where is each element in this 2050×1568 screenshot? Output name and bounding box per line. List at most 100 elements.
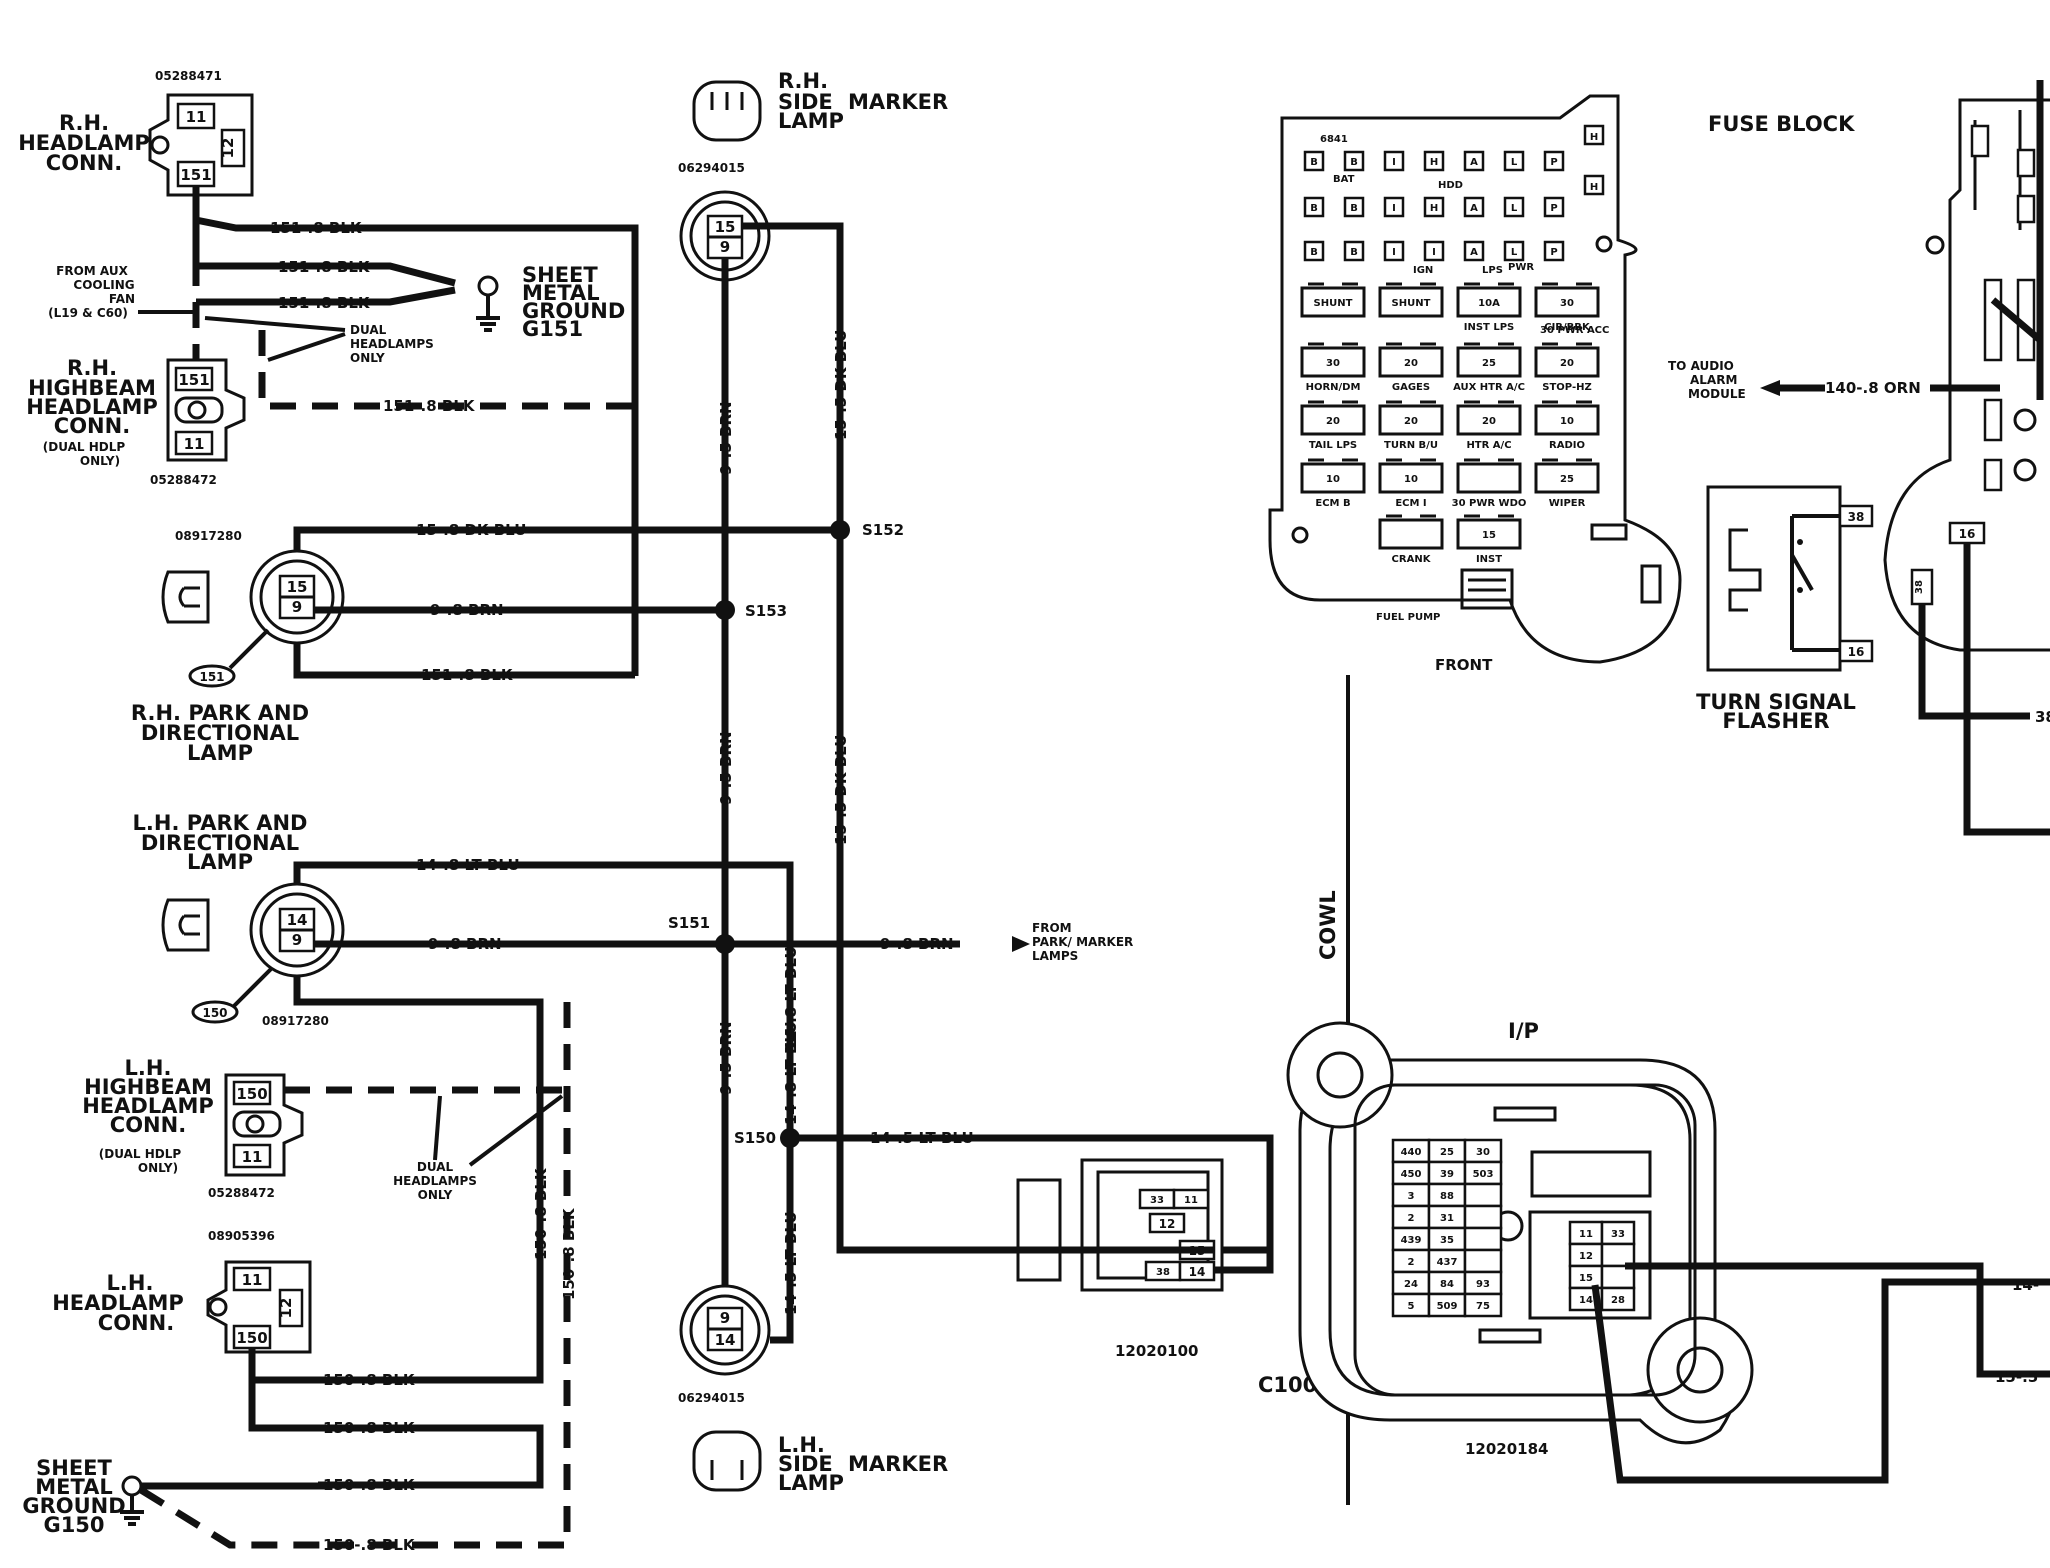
fuse-letter-box — [1423, 240, 1445, 262]
lh-highbeam-title-1: L.H. — [125, 1056, 172, 1080]
rh-park-title-1: R.H. PARK AND — [131, 701, 309, 725]
splice-s151 — [715, 934, 735, 954]
ground-g150: SHEET METAL GROUND G150 — [22, 1456, 330, 1549]
audio-alarm-label-1: TO AUDIO — [1668, 359, 1734, 373]
fuse-letter: P — [1550, 157, 1557, 168]
lh-side-marker-title-1: L.H. — [778, 1433, 825, 1457]
dual-note-upper-2: HEADLAMPS — [350, 337, 434, 351]
lh-park-wires: 14-.8 LT BLU 9-.8 BRN 150-.8 BLK — [293, 856, 725, 1549]
rh-headlamp-title-2: HEADLAMP — [18, 131, 150, 155]
wire-label-15-5-right: 15-.5 — [1995, 1368, 2038, 1386]
fuse-value: SHUNT — [1314, 298, 1353, 309]
aux-fan-feed: FROM AUX COOLING FAN (L19 & C60) — [48, 264, 196, 320]
ip-left-pin-label: 25 — [1440, 1147, 1454, 1158]
lh-park-title-2: DIRECTIONAL — [141, 831, 299, 855]
aux-fan-label-4: (L19 & C60) — [48, 306, 128, 320]
ip-out-wires: 14- 15-.5 — [1591, 1262, 2050, 1484]
fuse-value: 10 — [1560, 416, 1574, 427]
right-edge-connector: 16 38 38 — [1883, 80, 2050, 836]
lh-headlamp-title-3: CONN. — [98, 1311, 174, 1335]
rh-park-lamp: 08917280 15 9 151 R.H. PARK AND DIRECTIO… — [131, 529, 345, 765]
lh-side-marker-pin-9: 9 — [720, 1309, 730, 1327]
fuse — [1456, 346, 1522, 378]
fuse-letter-box — [1423, 196, 1445, 218]
fuse-value: 25 — [1482, 358, 1496, 369]
wire-label-9-brn-b: 9-.8 BRN — [428, 935, 502, 953]
fuse-letter-box — [1543, 150, 1565, 172]
fuse-caption: CIR/BRK — [1544, 322, 1591, 333]
rh-side-marker-pin-9: 9 — [720, 238, 730, 256]
ip-right-pin-label: 14 — [1579, 1295, 1593, 1306]
dual-note-lower-3: ONLY — [418, 1188, 453, 1202]
wire-label-151-2: 151-.8 BLK — [278, 258, 371, 276]
rh-park-pin-15: 15 — [287, 578, 308, 596]
fuse — [1534, 404, 1600, 436]
label-14-8-ltblu-1: 14-.8 LT BLU — [782, 946, 800, 1050]
c12020100-pin-11: 11 — [1184, 1195, 1198, 1206]
rh-highbeam-note-1: (DUAL HDLP — [43, 440, 126, 454]
turn-signal-flasher: 38 16 TURN SIGNAL FLASHER — [1696, 485, 1874, 733]
fuse-letter-box — [1463, 240, 1485, 262]
center-vertical-labels: 9-.5 BRN 9-.5 BRN 9-.5 BRN 15-.5 DK BLU … — [717, 330, 850, 1315]
lh-headlamp-pin-11: 11 — [242, 1271, 263, 1289]
g150-title-3: GROUND — [22, 1494, 125, 1518]
fuse-block-title: FUSE BLOCK — [1708, 112, 1855, 136]
fuse-caption: RADIO — [1549, 440, 1585, 451]
rh-highbeam-title-4: CONN. — [54, 414, 130, 438]
wire-label-150-2: 150-.8 BLK — [323, 1419, 416, 1437]
ip-left-pin-label: 503 — [1473, 1169, 1494, 1180]
fuse-caption: ECM B — [1315, 498, 1350, 509]
g151-title-2: METAL — [522, 281, 600, 305]
fuse-hdd-label: HDD — [1438, 180, 1463, 191]
fuse-letter: B — [1350, 157, 1358, 168]
rh-headlamp-pin-11: 11 — [186, 108, 207, 126]
ip-left-pin-label: 88 — [1440, 1191, 1454, 1202]
ip-left-pin — [1463, 1248, 1503, 1274]
label-14-8-ltblu-2: 14-.8 LT BLU — [782, 1021, 800, 1125]
lh-highbeam-pin-11: 11 — [242, 1148, 263, 1166]
rh-park-wires: 15-.8 DK BLU 9-.8 BRN 151-.8 BLK — [293, 521, 840, 684]
ip-left-pin-label: 2 — [1408, 1257, 1415, 1268]
rh-side-marker-title-3: LAMP — [778, 109, 844, 133]
wire-label-15-dkblu: 15-.8 DK BLU — [416, 521, 526, 539]
rh-highbeam-connector: R.H. HIGHBEAM HEADLAMP CONN. (DUAL HDLP … — [26, 356, 246, 487]
g151-title-1: SHEET — [522, 263, 598, 287]
ip-left-pin-label: 3 — [1408, 1191, 1415, 1202]
rh-park-pin-9: 9 — [292, 598, 302, 616]
fuse — [1378, 346, 1444, 378]
ip-left-pin-label: 5 — [1408, 1301, 1415, 1312]
rh-headlamp-pin-151: 151 — [180, 166, 211, 184]
ip-left-pin-label: 440 — [1401, 1147, 1422, 1158]
fuse — [1300, 346, 1366, 378]
wire-label-150-1: 150-.8 BLK — [323, 1371, 416, 1389]
aux-fan-label-3: FAN — [109, 292, 135, 306]
lh-park-pin-9: 9 — [292, 931, 302, 949]
connector-feed-wires — [790, 1134, 1274, 1274]
rh-side-marker-title-right: MARKER — [848, 90, 948, 114]
label-15-5-dkblu-2: 15-.5 DK BLU — [832, 735, 850, 845]
wire-label-150-4: 150-.8 BLK — [323, 1536, 416, 1554]
rh-park-title-2: DIRECTIONAL — [141, 721, 299, 745]
fuse-letter: A — [1470, 247, 1478, 258]
wire-150-vertical-labels: 150-.8 BLK 150-.8 BLK — [532, 1167, 578, 1300]
ip-right-pin-label: 12 — [1579, 1251, 1593, 1262]
right-edge-pin-16: 16 — [1959, 527, 1976, 541]
rh-side-marker-part-number: 06294015 — [678, 161, 745, 175]
fuse-value: 20 — [1482, 416, 1496, 427]
fuse-6841-tag: 6841 — [1320, 134, 1348, 145]
fuse-aux-h: H — [1590, 132, 1598, 143]
rh-highbeam-title-1: R.H. — [67, 356, 117, 380]
fuse-letter-box — [1543, 196, 1565, 218]
g150-title-1: SHEET — [36, 1456, 112, 1480]
ip-left-pin-label: 509 — [1437, 1301, 1458, 1312]
fuse-letter: L — [1511, 157, 1518, 168]
fuse-value: 20 — [1326, 416, 1340, 427]
fuse-caption: ECM I — [1395, 498, 1426, 509]
c12020100-pin-33: 33 — [1150, 1195, 1164, 1206]
lh-highbeam-part-number: 05288472 — [208, 1186, 275, 1200]
fuse-pwr-acc: 30 PWR ACC — [1540, 325, 1609, 336]
label-14-5-ltblu: 14-.5 LT BLU — [782, 1211, 800, 1315]
splice-s151-label: S151 — [668, 914, 710, 932]
label-9-5-brn-2: 9-.5 BRN — [717, 731, 735, 805]
